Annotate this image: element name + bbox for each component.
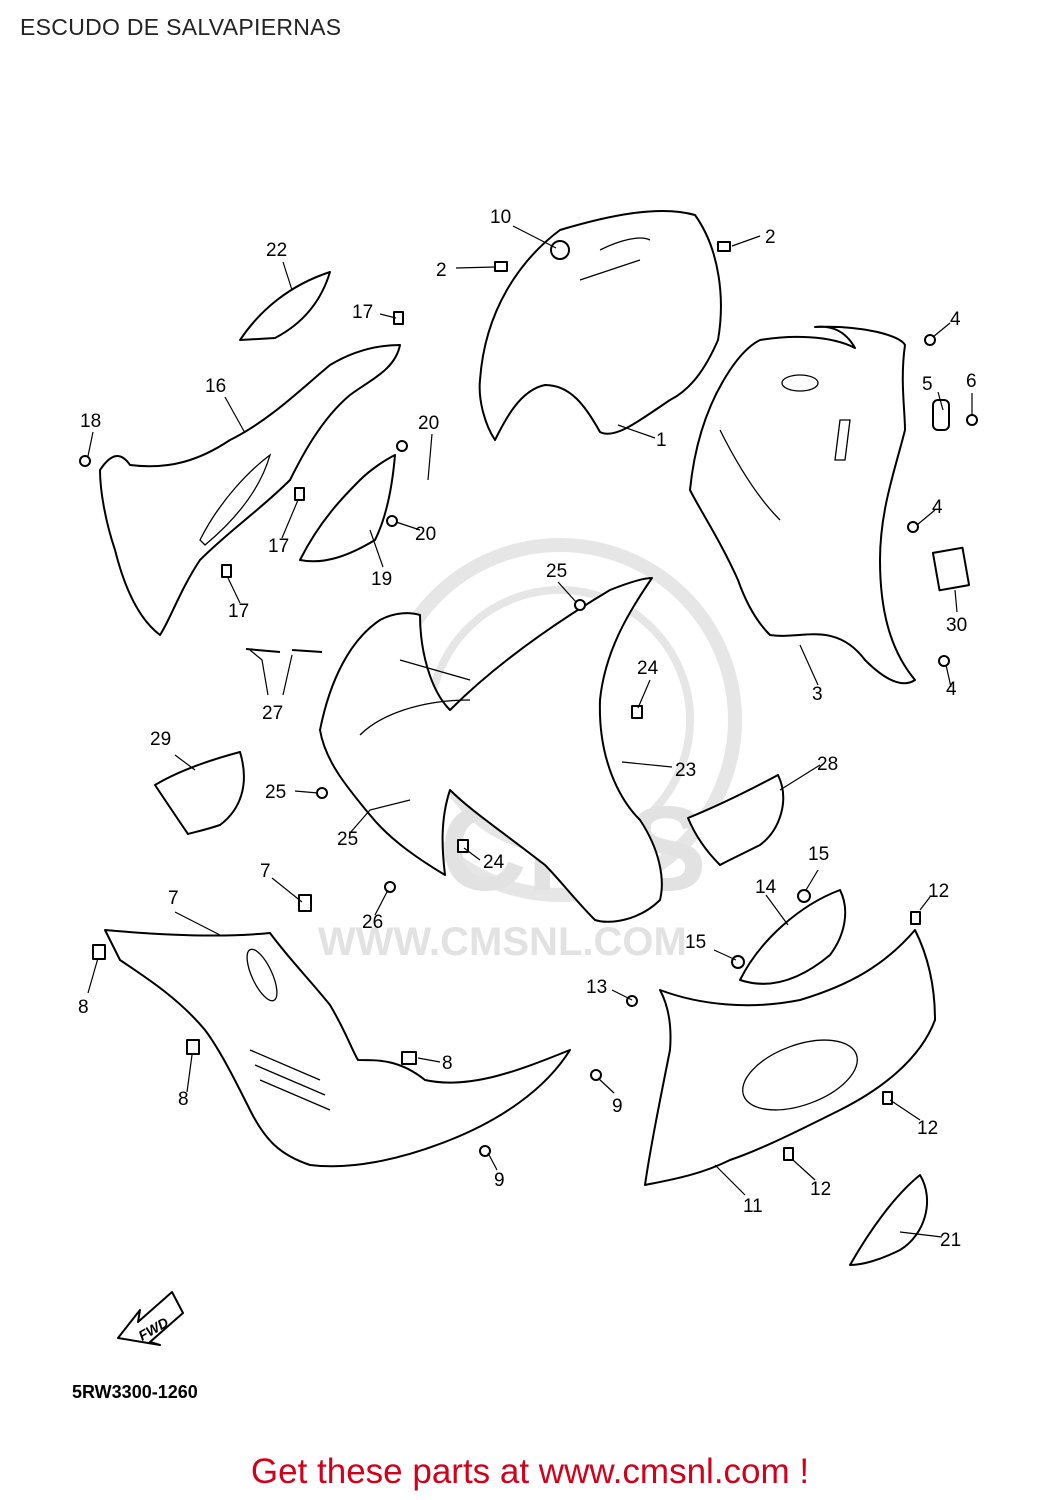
callout-25[interactable]: 25 <box>546 561 567 582</box>
callout-labels: 10 2 2 1 4 5 6 4 30 4 3 22 17 16 18 20 2… <box>78 207 977 1251</box>
part-16-side-cover[interactable] <box>99 344 401 636</box>
callout-14[interactable]: 14 <box>755 877 777 898</box>
callout-20[interactable]: 20 <box>418 413 439 434</box>
callout-17[interactable]: 17 <box>352 302 373 323</box>
part-1-front-cover[interactable] <box>478 210 722 441</box>
callout-4[interactable]: 4 <box>946 679 957 700</box>
callout-23[interactable]: 23 <box>675 760 696 781</box>
part-21-decal[interactable] <box>849 1174 929 1266</box>
callout-4[interactable]: 4 <box>950 309 961 330</box>
callout-12[interactable]: 12 <box>928 881 949 902</box>
callout-18[interactable]: 18 <box>80 411 101 432</box>
callout-13[interactable]: 13 <box>586 977 607 998</box>
callout-21[interactable]: 21 <box>940 1230 961 1251</box>
callout-22[interactable]: 22 <box>266 240 287 261</box>
part-7-lower-panel[interactable] <box>104 929 571 1168</box>
diagram-code: 5RW3300-1260 <box>72 1382 198 1402</box>
callout-28[interactable]: 28 <box>817 754 838 775</box>
callout-12[interactable]: 12 <box>810 1179 831 1200</box>
callout-8[interactable]: 7 <box>260 861 271 882</box>
leader-lines <box>87 225 973 1238</box>
callout-2[interactable]: 2 <box>436 260 447 281</box>
callout-8[interactable]: 8 <box>178 1089 189 1110</box>
callout-25[interactable]: 25 <box>265 782 286 803</box>
diagram-title: ESCUDO DE SALVAPIERNAS <box>20 14 342 40</box>
part-3-inner-leg-shield[interactable] <box>689 325 916 685</box>
part-29-decal[interactable] <box>154 751 245 835</box>
footer-link[interactable]: Get these parts at www.cmsnl.com ! <box>250 1452 810 1491</box>
part-11-lower-panel[interactable] <box>644 929 936 1186</box>
callout-5[interactable]: 5 <box>922 374 933 395</box>
part-14-grille[interactable] <box>739 889 847 985</box>
callout-8[interactable]: 8 <box>442 1053 453 1074</box>
callout-1[interactable]: 1 <box>656 430 667 451</box>
fwd-arrow-icon: FWD <box>117 1291 184 1346</box>
callout-24[interactable]: 24 <box>483 852 505 873</box>
callout-12[interactable]: 12 <box>917 1118 938 1139</box>
callout-30[interactable]: 30 <box>946 615 967 636</box>
callout-11[interactable]: 11 <box>743 1196 763 1217</box>
callout-6[interactable]: 6 <box>966 371 977 392</box>
callout-16[interactable]: 16 <box>205 376 226 397</box>
callout-3[interactable]: 3 <box>812 684 823 705</box>
part-22-decal[interactable] <box>239 271 331 341</box>
callout-27[interactable]: 27 <box>262 703 283 724</box>
callout-26[interactable]: 26 <box>362 912 383 933</box>
emblem-10[interactable] <box>550 240 570 260</box>
part-23-leg-shield[interactable] <box>319 577 663 923</box>
callout-2[interactable]: 2 <box>765 227 776 248</box>
callout-4[interactable]: 4 <box>932 497 943 518</box>
callout-15[interactable]: 15 <box>685 932 706 953</box>
part-30-label[interactable] <box>931 546 971 592</box>
callout-10[interactable]: 10 <box>490 207 511 228</box>
callout-19[interactable]: 19 <box>371 569 392 590</box>
callout-7[interactable]: 7 <box>168 888 179 909</box>
callout-17[interactable]: 17 <box>268 536 289 557</box>
callout-24[interactable]: 24 <box>637 658 659 679</box>
callout-9[interactable]: 9 <box>612 1096 623 1117</box>
callout-15[interactable]: 15 <box>808 844 829 865</box>
part-28-decal[interactable] <box>687 774 785 866</box>
callout-29[interactable]: 29 <box>150 729 171 750</box>
part-19-cover[interactable] <box>299 454 396 563</box>
watermark-url: WWW.CMSNL.COM <box>318 920 687 964</box>
callout-8[interactable]: 8 <box>78 997 89 1018</box>
callout-20[interactable]: 20 <box>415 524 436 545</box>
callout-25[interactable]: 25 <box>337 829 358 850</box>
fasteners <box>79 241 978 1161</box>
callout-17[interactable]: 17 <box>228 601 249 622</box>
callout-9[interactable]: 9 <box>494 1170 505 1191</box>
